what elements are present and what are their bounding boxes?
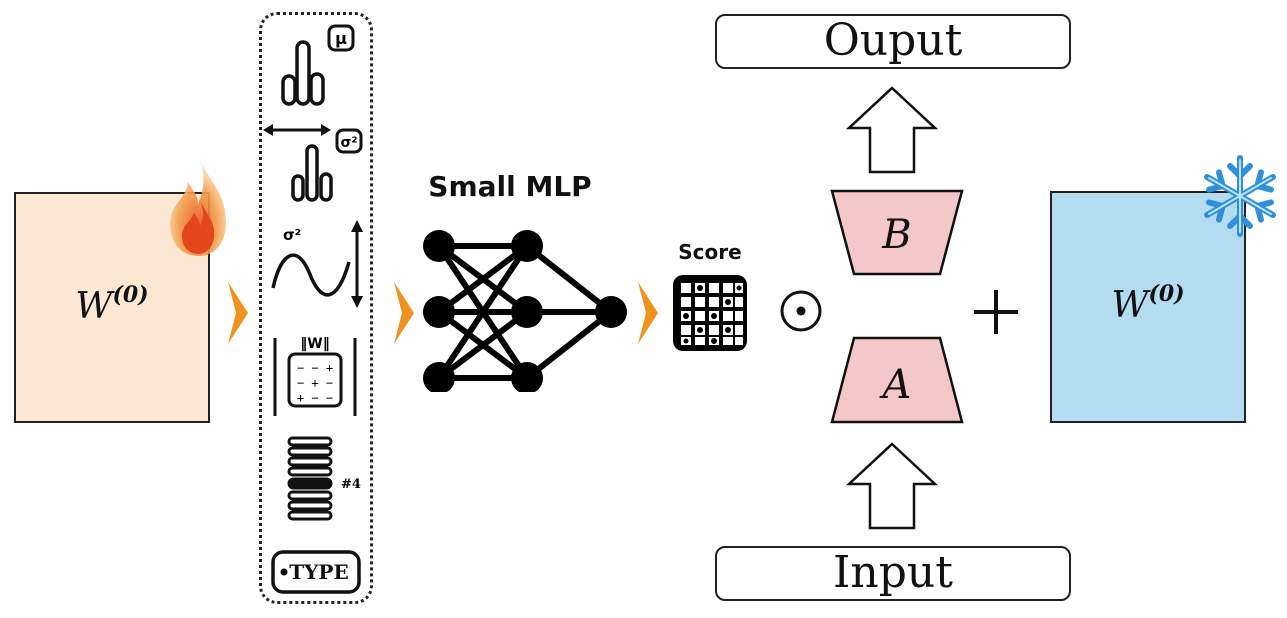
variance-histogram-icon <box>291 128 363 202</box>
up-arrow-output-icon <box>846 86 938 174</box>
score-grid-icon <box>673 275 747 351</box>
horizontal-double-arrow-icon <box>263 124 331 136</box>
snowflake-icon <box>1204 155 1276 237</box>
up-arrow-input-icon <box>846 442 938 530</box>
lora-a-matrix <box>830 336 964 424</box>
orange-arrow-1-icon <box>228 282 248 344</box>
norm-label: ‖W‖ <box>300 336 329 352</box>
type-badge <box>271 550 361 594</box>
vertical-double-arrow-icon <box>351 220 363 308</box>
lora-a-label: A <box>879 362 912 408</box>
frozen-weight-matrix: W(0) <box>1050 191 1246 423</box>
variance-badge: σ² <box>340 135 357 151</box>
feature-icons: μ σ² σ² ‖W‖ − − + − + − + − − <box>263 24 363 594</box>
layer-stack-icon <box>287 436 333 521</box>
left-matrix-label-sup: (0) <box>112 282 149 308</box>
hadamard-symbol-icon <box>780 290 822 332</box>
type-label: TYPE <box>289 560 348 584</box>
fire-icon <box>170 156 226 256</box>
mean-badge: μ <box>335 29 347 48</box>
sine-wave-icon <box>271 253 351 297</box>
type-dot-icon <box>280 568 288 576</box>
score-title: Score <box>678 240 742 264</box>
layer-tag: #4 <box>341 477 361 492</box>
right-matrix-label-base: W <box>1111 285 1149 326</box>
wave-sigma-label: σ² <box>283 226 301 244</box>
lora-adapters: B A <box>830 189 964 424</box>
left-matrix-label-base: W <box>75 286 113 327</box>
mean-histogram-icon <box>281 24 355 106</box>
sign-row-2: − + − <box>297 376 333 390</box>
sign-row-3: + − − <box>297 391 333 405</box>
norm-matrix-icon <box>273 338 357 416</box>
plus-symbol-icon <box>974 290 1018 334</box>
lora-b-matrix <box>830 189 964 276</box>
lora-b-label: B <box>881 212 911 258</box>
input-box: Input <box>715 546 1071 601</box>
right-matrix-label-sup: (0) <box>1148 281 1185 307</box>
feature-extractor-panel <box>259 12 373 604</box>
sign-row-1: − − + <box>297 361 333 375</box>
orange-arrow-3-icon <box>638 282 658 344</box>
orange-arrow-2-icon <box>394 282 414 344</box>
output-box: Ouput <box>715 14 1071 69</box>
mlp-title: Small MLP <box>428 170 592 203</box>
left-matrix-label: W(0) <box>16 282 208 327</box>
right-matrix-label: W(0) <box>1052 281 1244 326</box>
mlp-network-icon <box>423 230 627 392</box>
